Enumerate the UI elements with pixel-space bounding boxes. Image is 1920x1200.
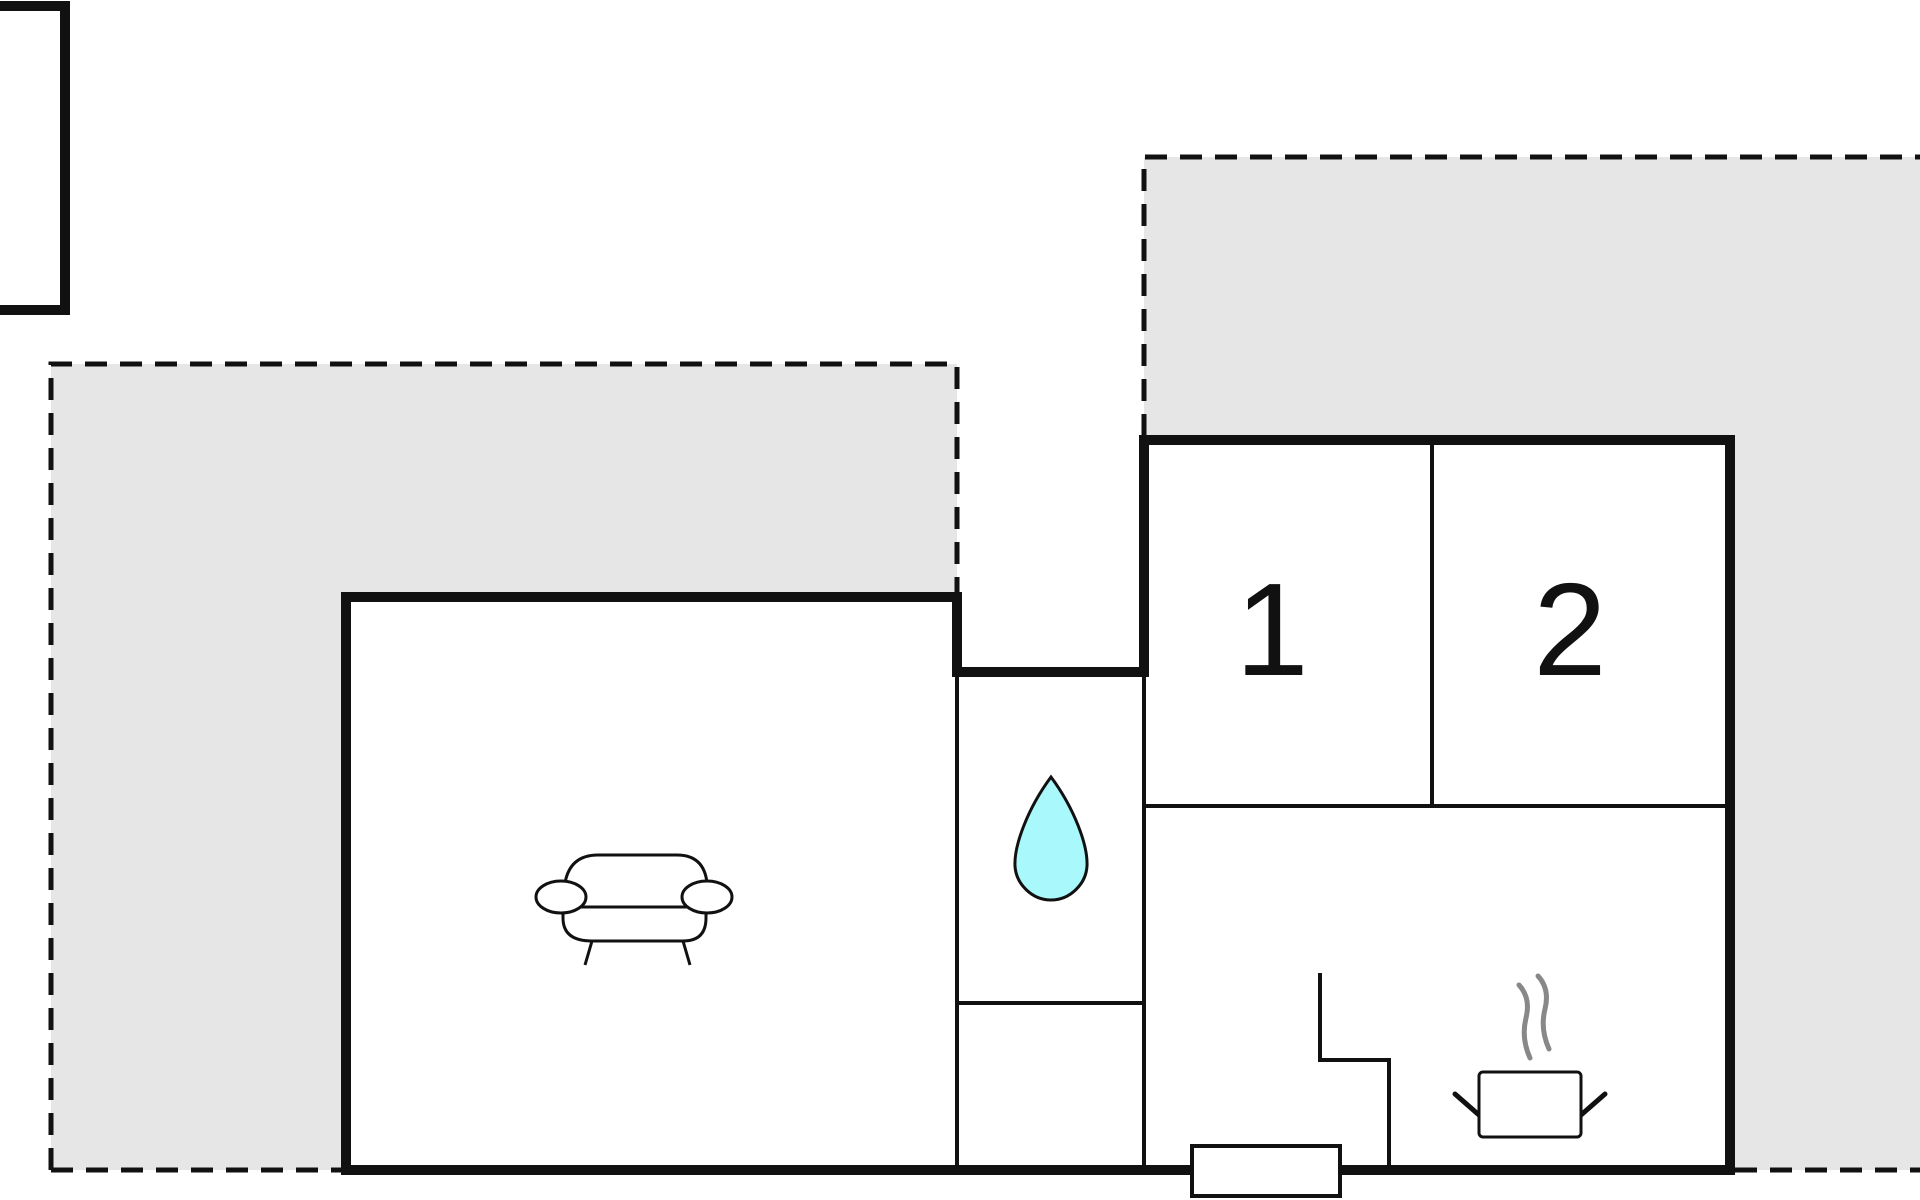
exterior-wall bbox=[341, 435, 1735, 1175]
cooking-pot-icon bbox=[1452, 973, 1608, 1139]
room-number-2: 2 bbox=[1533, 556, 1606, 703]
room-number-1: 1 bbox=[1235, 556, 1308, 703]
sofa-icon bbox=[534, 853, 734, 966]
outbuilding-wall bbox=[0, 1, 70, 315]
entrance-door bbox=[1190, 1144, 1342, 1198]
water-drop-icon bbox=[1013, 774, 1089, 902]
interior-walls bbox=[955, 440, 1730, 1170]
